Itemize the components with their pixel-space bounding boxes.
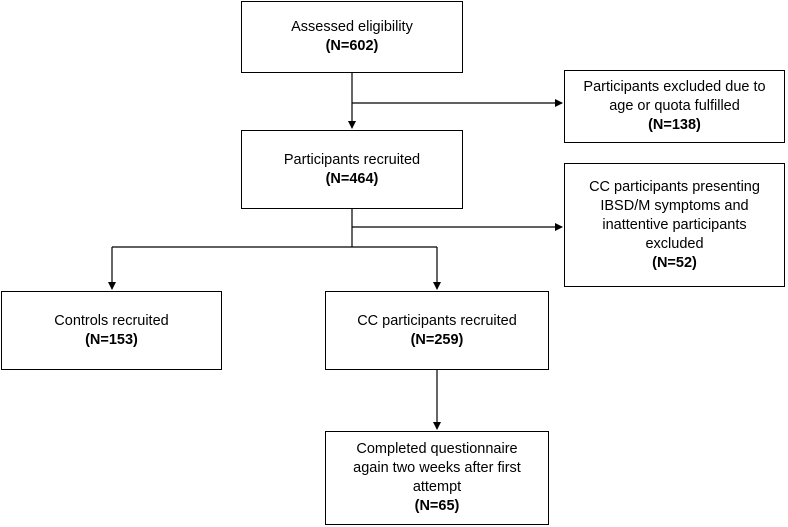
- completed-questionnaire-box: Completed questionnaire again two weeks …: [325, 431, 549, 525]
- cc-participants-recruited-box: CC participants recruited (N=259): [325, 291, 549, 370]
- box-count: (N=259): [410, 331, 464, 348]
- box-count: (N=464): [325, 170, 379, 187]
- box-label: CC participants presenting: [589, 178, 760, 195]
- box-count: (N=52): [652, 254, 697, 271]
- controls-recruited-box: Controls recruited (N=153): [1, 291, 222, 370]
- assessed-eligibility-box: Assessed eligibility (N=602): [241, 1, 463, 73]
- box-label: age or quota fulfilled: [609, 98, 740, 114]
- box-count: (N=153): [85, 331, 138, 348]
- box-label: again two weeks after first: [353, 460, 521, 476]
- box-label: Controls recruited: [54, 312, 169, 329]
- box-label: Assessed eligibility: [291, 19, 413, 35]
- box-count: (N=602): [325, 38, 379, 54]
- participants-recruited-box: Participants recruited (N=464): [241, 130, 463, 209]
- box-count: (N=65): [414, 498, 460, 514]
- excluded-cc-inattentive-box: CC participants presenting IBSD/M sympto…: [564, 163, 785, 287]
- box-label: IBSD/M symptoms and: [600, 197, 749, 214]
- box-label: inattentive participants: [602, 216, 747, 233]
- box-label: excluded: [645, 235, 704, 252]
- box-label: Completed questionnaire: [356, 441, 518, 457]
- box-label: Participants recruited: [283, 151, 421, 168]
- box-count: (N=138): [648, 117, 701, 133]
- excluded-age-quota-box: Participants excluded due to age or quot…: [564, 70, 785, 143]
- box-label: CC participants recruited: [357, 312, 517, 329]
- box-label: Participants excluded due to: [583, 79, 766, 95]
- box-label: attempt: [412, 479, 462, 495]
